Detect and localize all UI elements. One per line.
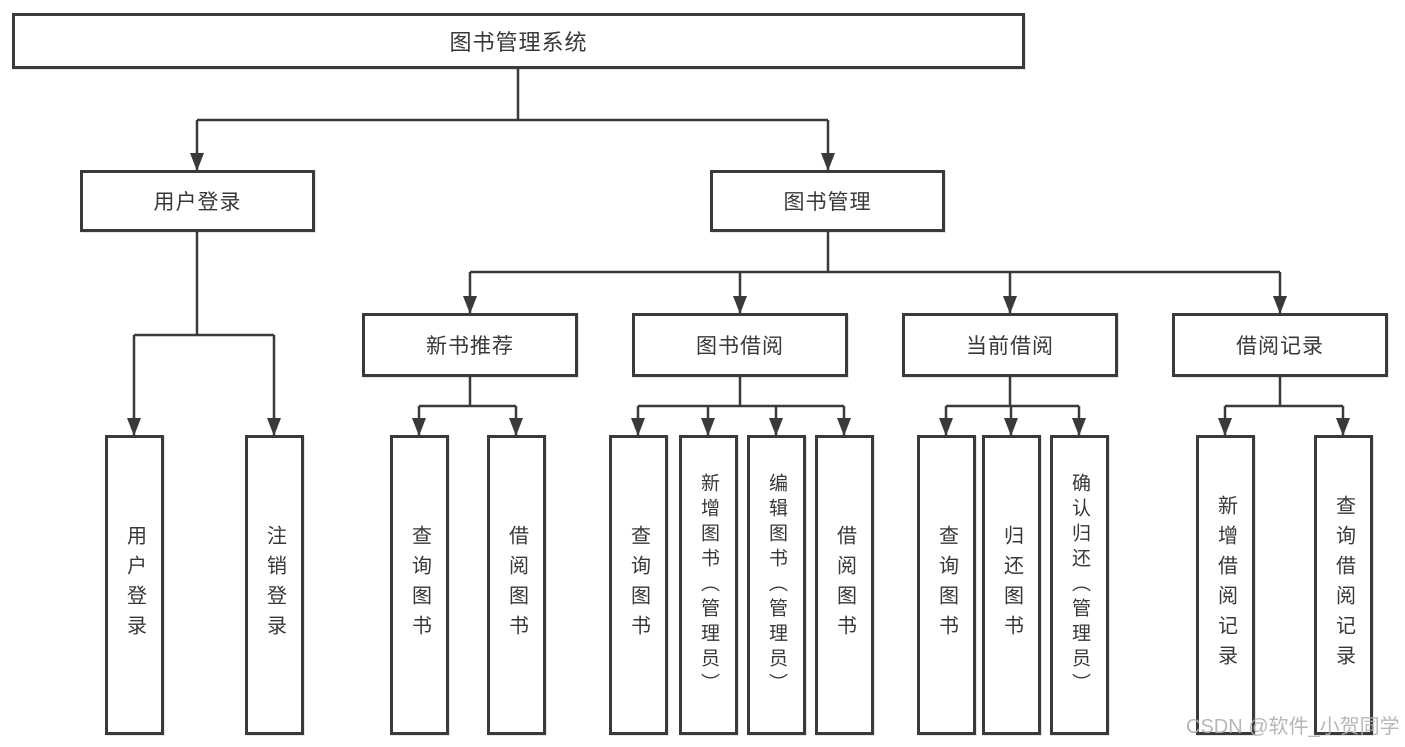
leaf-query-books-current-label: 查询图书 — [935, 525, 958, 645]
leaf-edit-books-admin-label: 编辑图书（管理员） — [766, 472, 787, 698]
leaf-user-login: 用户登录 — [105, 435, 164, 735]
leaf-confirm-return-admin: 确认归还（管理员） — [1050, 435, 1109, 735]
leaf-return-books-label: 归还图书 — [1000, 525, 1023, 645]
node-new-book-recommend: 新书推荐 — [362, 313, 578, 377]
leaf-query-borrow-records: 查询借阅记录 — [1314, 435, 1373, 735]
node-borrowing-records: 借阅记录 — [1172, 313, 1388, 377]
node-root: 图书管理系统 — [12, 13, 1025, 69]
node-borrowing-records-label: 借阅记录 — [1236, 335, 1324, 358]
node-book-management-label: 图书管理 — [783, 191, 872, 214]
leaf-logout-label: 注销登录 — [263, 525, 286, 645]
leaf-add-borrow-record-label: 新增借阅记录 — [1214, 495, 1237, 675]
leaf-edit-books-admin: 编辑图书（管理员） — [747, 435, 806, 735]
node-user-login: 用户登录 — [80, 170, 315, 232]
leaf-query-books-recommend: 查询图书 — [390, 435, 449, 735]
leaf-logout: 注销登录 — [245, 435, 304, 735]
leaf-add-books-admin-label: 新增图书（管理员） — [698, 472, 719, 698]
leaf-query-books-recommend-label: 查询图书 — [408, 525, 431, 645]
leaf-add-borrow-record: 新增借阅记录 — [1196, 435, 1255, 735]
node-book-borrowing: 图书借阅 — [632, 313, 848, 377]
leaf-return-books: 归还图书 — [982, 435, 1041, 735]
leaf-user-login-label: 用户登录 — [123, 525, 146, 645]
leaf-query-books-borrowing-label: 查询图书 — [627, 525, 650, 645]
watermark: CSDN @软件_小贺同学 — [1186, 716, 1400, 738]
node-root-label: 图书管理系统 — [449, 30, 588, 55]
node-new-book-recommend-label: 新书推荐 — [426, 335, 514, 358]
leaf-borrow-books: 借阅图书 — [815, 435, 874, 735]
leaf-query-borrow-records-label: 查询借阅记录 — [1332, 495, 1355, 675]
leaf-confirm-return-admin-label: 确认归还（管理员） — [1069, 472, 1090, 698]
leaf-query-books-borrowing: 查询图书 — [609, 435, 668, 735]
node-current-borrowing: 当前借阅 — [902, 313, 1118, 377]
node-user-login-label: 用户登录 — [153, 191, 242, 214]
leaf-query-books-current: 查询图书 — [917, 435, 976, 735]
node-book-borrowing-label: 图书借阅 — [696, 335, 784, 358]
leaf-borrow-books-recommend: 借阅图书 — [487, 435, 546, 735]
leaf-borrow-books-recommend-label: 借阅图书 — [505, 525, 528, 645]
leaf-borrow-books-label: 借阅图书 — [833, 525, 856, 645]
leaf-add-books-admin: 新增图书（管理员） — [679, 435, 738, 735]
node-current-borrowing-label: 当前借阅 — [966, 335, 1054, 358]
node-book-management: 图书管理 — [710, 170, 945, 232]
